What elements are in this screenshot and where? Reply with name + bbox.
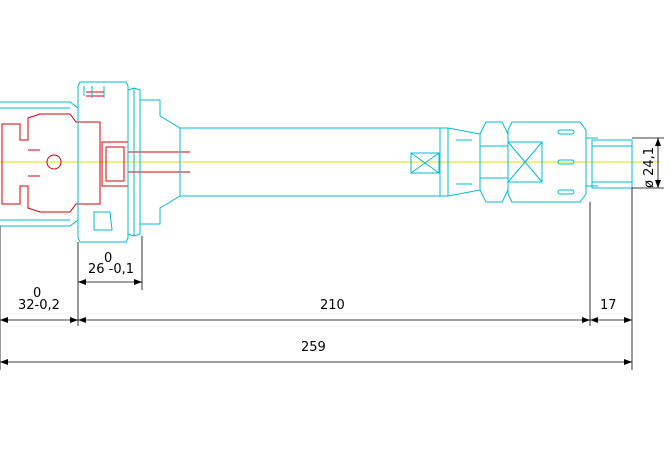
overall-length-value: 259: [301, 340, 326, 355]
dimension-tip-diameter: ø 24,1: [642, 138, 661, 188]
clamp-length-value: 32-0,2: [18, 298, 60, 313]
dimension-overall-length: 259: [0, 340, 632, 365]
clamp-body-outline: [0, 101, 79, 227]
flange-width-value: 26 -0,1: [88, 262, 134, 277]
dimension-tip-length: 17: [590, 298, 632, 323]
tip-diameter-value: ø 24,1: [642, 147, 657, 188]
shank: [180, 127, 481, 197]
shank-length-value: 210: [320, 298, 345, 313]
tool-tip: [591, 139, 633, 189]
dimension-shank-length: 210: [78, 298, 590, 323]
extension-lines: [0, 137, 664, 370]
collet-nut: [479, 121, 598, 203]
clamp-length-tolerance: 0: [33, 286, 41, 301]
flange-width-tolerance: 0: [104, 251, 112, 266]
clamping-unit: [1, 91, 190, 213]
dimension-clamp-length: 0 32-0,2: [0, 286, 78, 323]
dimension-flange-width: 0 26 -0,1: [78, 251, 142, 285]
flange: [77, 81, 181, 243]
tip-length-value: 17: [600, 298, 617, 313]
